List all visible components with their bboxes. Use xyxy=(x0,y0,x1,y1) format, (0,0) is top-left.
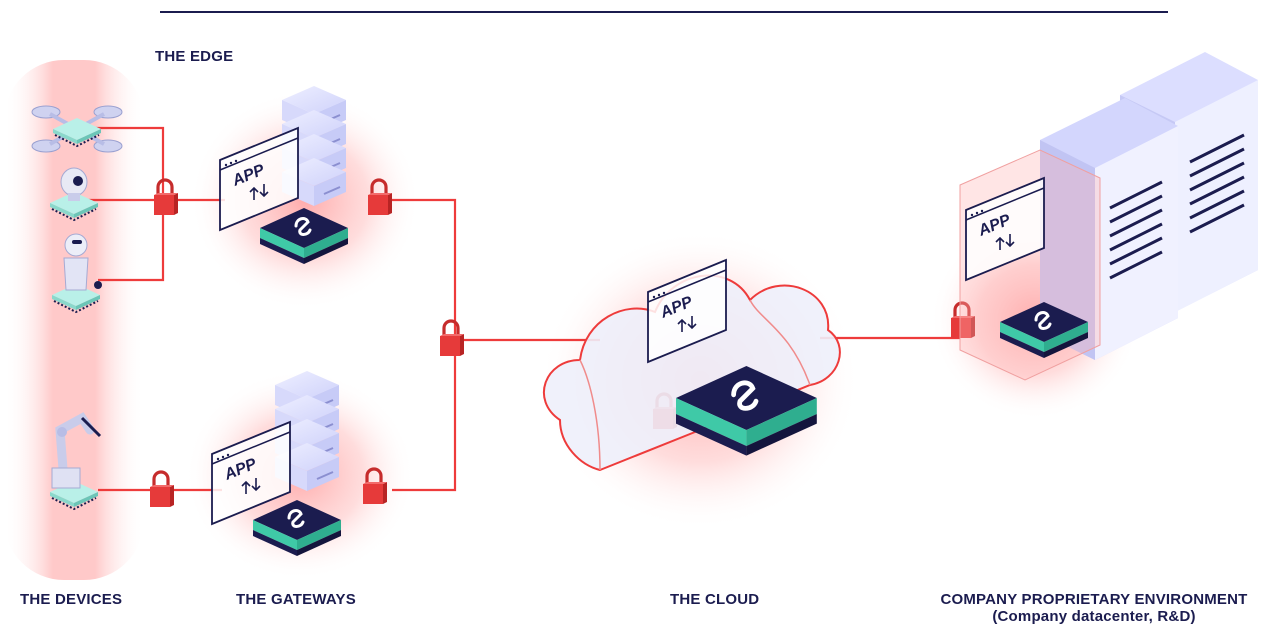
gateway-top: APP xyxy=(219,85,350,266)
label-the-edge: THE EDGE xyxy=(155,48,234,65)
drone-icon xyxy=(31,105,123,153)
cloud-icon xyxy=(542,274,841,472)
app-window-icon: APP xyxy=(211,421,291,525)
label-company-environment: COMPANY PROPRIETARY ENVIRONMENT xyxy=(940,591,1248,608)
devices-glow xyxy=(4,60,144,580)
app-window-icon: APP xyxy=(965,177,1045,281)
label-the-devices: THE DEVICES xyxy=(20,591,123,608)
gateway-bottom: APP xyxy=(211,370,343,558)
app-window-icon: APP xyxy=(219,127,299,231)
robotic-arm-icon xyxy=(49,412,102,510)
padlock-icon xyxy=(152,178,180,217)
robot-icon xyxy=(51,233,102,313)
padlock-icon xyxy=(438,319,466,358)
label-company-datacenter: (Company datacenter, R&D) xyxy=(992,608,1196,625)
padlock-icon xyxy=(148,470,176,509)
webcam-icon xyxy=(49,167,99,221)
app-window-icon: APP xyxy=(647,259,727,363)
label-the-cloud: THE CLOUD xyxy=(670,591,760,608)
label-the-gateways: THE GATEWAYS xyxy=(236,591,356,608)
